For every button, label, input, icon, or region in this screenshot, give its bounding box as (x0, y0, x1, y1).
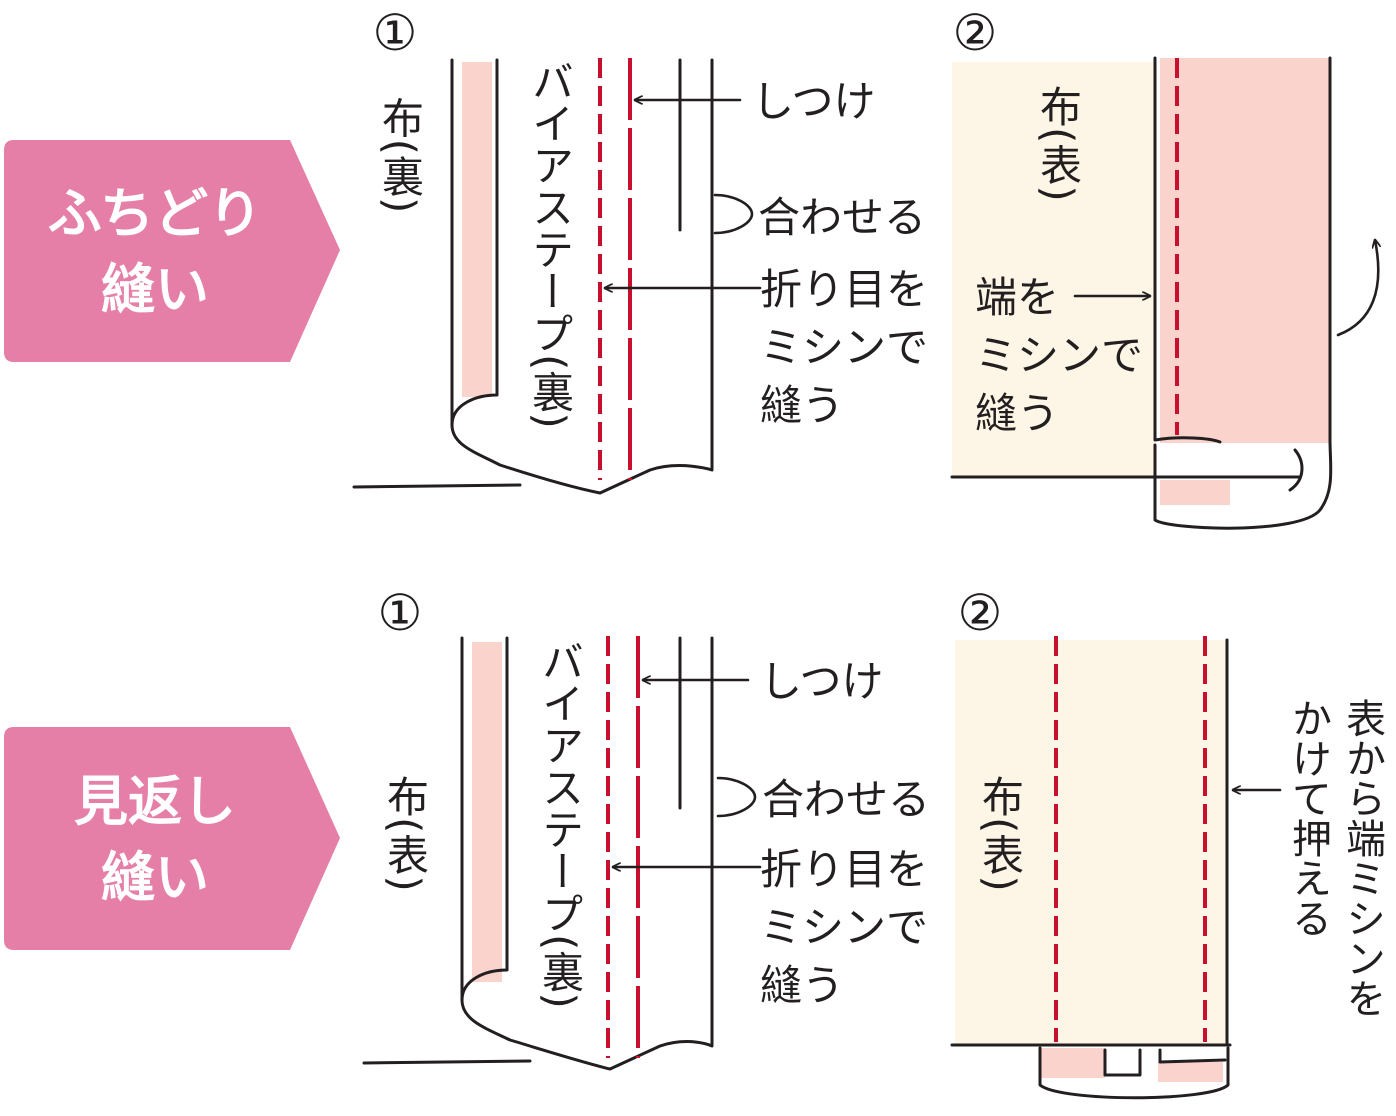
fabric-area (955, 640, 1227, 1045)
tape-label: バイアステープ(裏) (536, 640, 585, 1009)
section-fuchidori: ふちどり 縫い ① 布(裏) バイアステープ(裏) しつけ 合わせる (4, 4, 1378, 530)
step-number: ① (373, 4, 418, 62)
basting-label: しつけ (752, 77, 875, 126)
note-col1: 表から端ミシンを (1339, 698, 1385, 1018)
fold-label-3: 縫う (760, 381, 844, 430)
basting-label: しつけ (760, 657, 883, 706)
note-col2: かけて押える (1285, 698, 1331, 938)
tape-strip (462, 62, 492, 397)
fabric-label: 布(裏) (376, 97, 425, 214)
tape-fold-left (1040, 1048, 1105, 1078)
fold-label-1: 折り目を (760, 845, 928, 894)
step-number: ② (958, 584, 1003, 642)
step-number: ② (953, 4, 998, 62)
fold-label-1: 折り目を (760, 265, 928, 314)
edge-label-1: 端を (975, 273, 1059, 322)
tape-strip (472, 642, 502, 982)
fabric-area (952, 62, 1155, 477)
tape-fold-bottom (1160, 480, 1230, 505)
step2-diagram-fuchidori: ② 布(表) 端を ミシンで 縫う (950, 4, 1378, 530)
fabric-label: 布(表) (976, 775, 1025, 892)
fabric-label: 布(表) (1034, 85, 1083, 202)
section-mikaeshi: 見返し 縫い ① 布(表) バイアステープ(裏) しつけ 合わせる 折り目を ミ… (4, 584, 1385, 1100)
step1-diagram-mikaeshi: ① 布(表) バイアステープ(裏) しつけ 合わせる 折り目を ミシンで 縫う (362, 584, 930, 1071)
align-label: 合わせる (762, 775, 930, 824)
badge-fuchidori: ふちどり 縫い (4, 140, 340, 362)
step-number: ① (378, 584, 423, 642)
edge-label-2: ミシンで (975, 331, 1143, 380)
fabric-label: 布(表) (381, 775, 430, 892)
badge-line2: 縫い (101, 258, 209, 321)
badge-line1: ふちどり (48, 182, 262, 245)
tape-label: バイアステープ(裏) (526, 60, 575, 429)
badge-line1: 見返し (74, 770, 236, 833)
badge-mikaeshi: 見返し 縫い (4, 727, 340, 950)
badge-line2: 縫い (101, 846, 209, 909)
fold-label-2: ミシンで (760, 903, 928, 952)
fold-label-3: 縫う (760, 961, 844, 1010)
align-label: 合わせる (758, 193, 926, 242)
fold-label-2: ミシンで (760, 323, 928, 372)
edge-label-3: 縫う (975, 389, 1059, 438)
tape-fold-right (1158, 1062, 1223, 1082)
step2-diagram-mikaeshi: ② 布(表) 表から端ミシンを かけて押える (950, 584, 1385, 1100)
step1-diagram-fuchidori: ① 布(裏) バイアステープ(裏) しつけ 合わせる 折り目を ミシンで 縫う (352, 4, 928, 495)
tape-area (1160, 58, 1330, 443)
